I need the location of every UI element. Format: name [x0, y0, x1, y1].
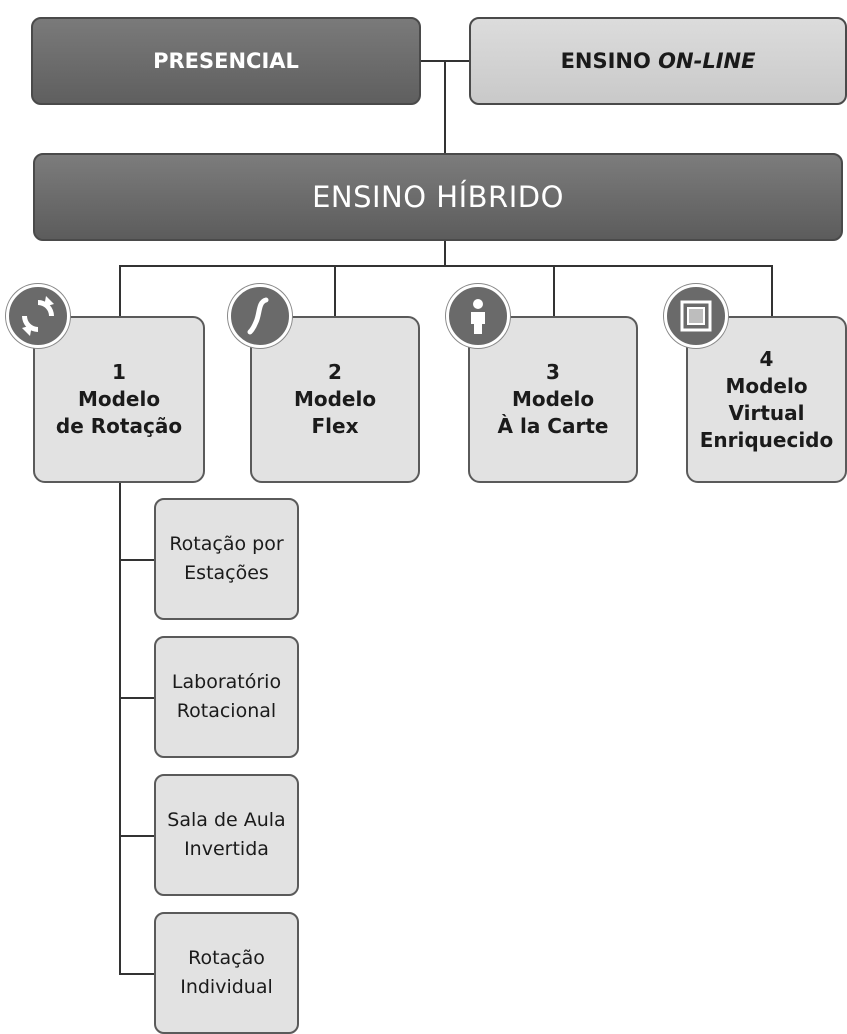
model-number: 1	[112, 360, 126, 384]
model-line1: Modelo	[725, 373, 808, 398]
submodel-line1: Sala de Aula	[167, 809, 286, 831]
submodel-box-1: Rotação por Estações	[154, 498, 299, 620]
hybrid-box: ENSINO HÍBRIDO	[33, 153, 843, 241]
submodel-box-3: Sala de Aula Invertida	[154, 774, 299, 896]
connector-submodel-2	[119, 697, 154, 699]
submodel-line2: Individual	[180, 976, 273, 998]
model-line2: de Rotação	[55, 414, 183, 438]
flex-icon	[228, 284, 292, 348]
connector-model-3	[553, 265, 555, 316]
connector-models-horizontal	[119, 265, 773, 267]
submodel-line2: Invertida	[184, 838, 269, 860]
submodel-line2: Rotacional	[176, 700, 277, 722]
hybrid-label: ENSINO HÍBRIDO	[312, 180, 564, 214]
model-line2: À la Carte	[497, 414, 609, 438]
submodel-line1: Rotação por	[169, 533, 284, 555]
connector-submodel-1	[119, 559, 154, 561]
submodel-line1: Rotação	[188, 947, 265, 969]
model-box-2: 2 Modelo Flex	[250, 316, 420, 483]
connector-model-1	[119, 265, 121, 316]
connector-top-vertical	[444, 60, 446, 153]
model-line1: Modelo	[511, 387, 595, 411]
connector-submodel-3	[119, 835, 154, 837]
model-line1: Modelo	[293, 387, 377, 411]
model-line3: Enriquecido	[699, 427, 834, 452]
connector-model-4	[771, 265, 773, 316]
model-number: 3	[546, 360, 560, 384]
submodel-line1: Laboratório	[171, 671, 282, 693]
model-number: 2	[328, 360, 342, 384]
model-box-4: 4 Modelo Virtual Enriquecido	[686, 316, 847, 483]
submodel-box-2: Laboratório Rotacional	[154, 636, 299, 758]
rotation-icon	[6, 284, 70, 348]
presencial-label: PRESENCIAL	[153, 49, 299, 73]
online-box: ENSINO ON-LINE	[469, 17, 847, 105]
model-line1: Modelo	[77, 387, 161, 411]
connector-submodels-vertical	[119, 483, 121, 974]
online-label: ENSINO ON-LINE	[560, 49, 756, 73]
submodel-line2: Estações	[184, 562, 269, 584]
presencial-box: PRESENCIAL	[31, 17, 421, 105]
connector-submodel-4	[119, 973, 154, 975]
person-icon	[446, 284, 510, 348]
connector-hybrid-down	[444, 241, 446, 267]
squares-icon	[664, 284, 728, 348]
model-box-1: 1 Modelo de Rotação	[33, 316, 205, 483]
model-number: 4	[759, 346, 774, 371]
model-box-3: 3 Modelo À la Carte	[468, 316, 638, 483]
model-line2: Virtual	[728, 400, 805, 425]
model-line2: Flex	[311, 414, 359, 438]
connector-model-2	[334, 265, 336, 316]
submodel-box-4: Rotação Individual	[154, 912, 299, 1034]
